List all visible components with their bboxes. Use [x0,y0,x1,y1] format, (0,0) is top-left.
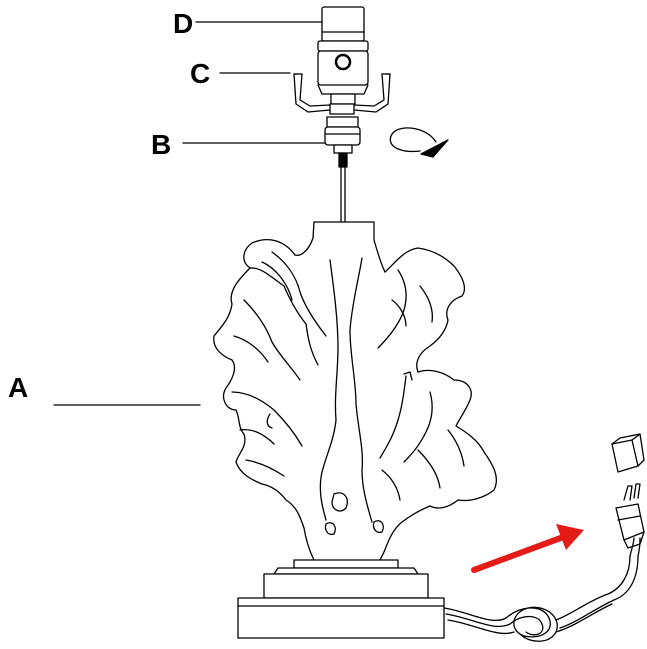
callout-label-c: C [190,58,211,89]
lamp-socket-icon [317,6,369,105]
red-arrow-icon [471,524,584,573]
callout-label-a: A [8,372,29,403]
threaded-nipple-nut-icon [324,116,361,223]
power-cord-icon [443,537,641,642]
callout-label-d: D [173,8,194,39]
harp-saddle-icon [293,73,391,115]
pedestal-base-icon [237,559,445,639]
coral-lamp-base-outline [213,221,498,561]
plug-icon [615,483,645,549]
callout-label-b: B [151,129,172,160]
clockwise-arrow-icon [389,127,449,158]
plug-cap-icon [611,433,645,473]
